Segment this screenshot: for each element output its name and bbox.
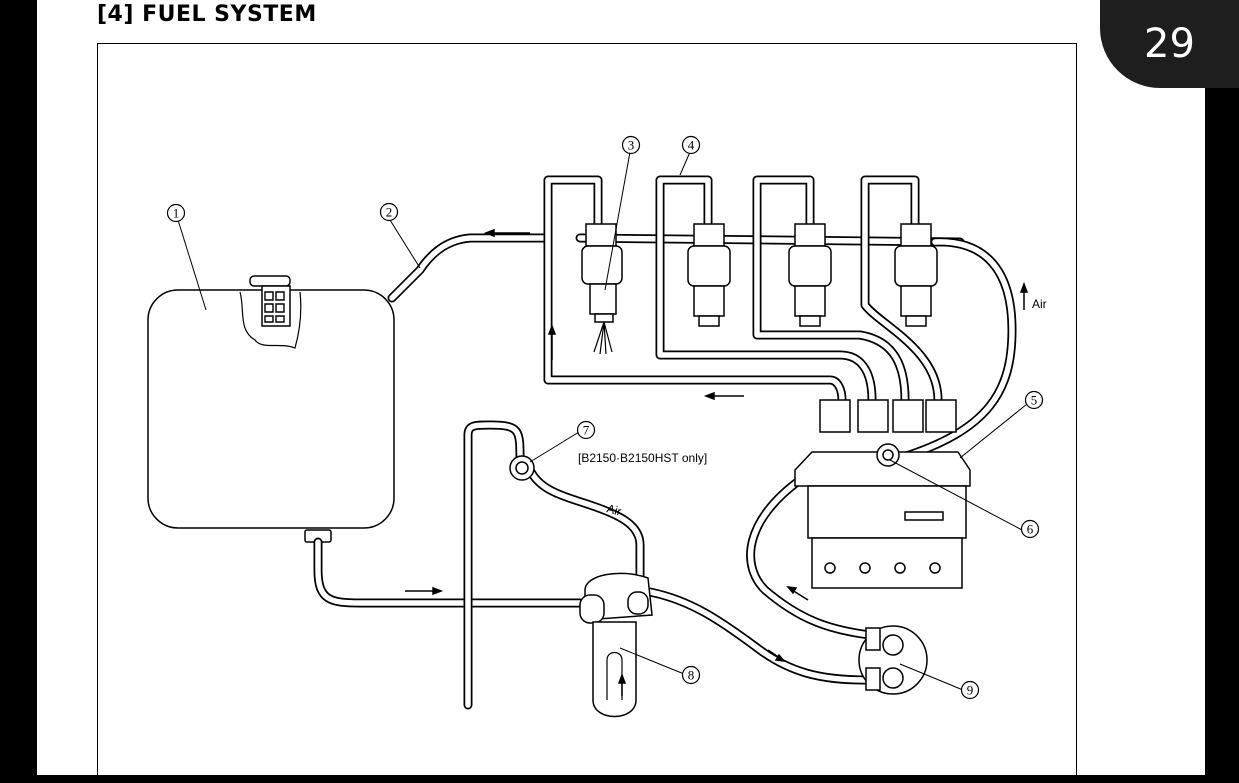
svg-text:8: 8	[688, 668, 695, 683]
callout-5: 5	[1024, 390, 1044, 410]
svg-text:5: 5	[1031, 393, 1038, 408]
leader-lines	[177, 151, 1028, 691]
injection-nozzle-3	[788, 223, 832, 327]
svg-text:3: 3	[628, 138, 635, 153]
callout-3: 3	[621, 135, 641, 155]
injection-pump	[794, 399, 971, 589]
injection-nozzle-1	[581, 223, 623, 355]
right-edge-strip	[1205, 0, 1239, 775]
callout-6: 6	[1020, 519, 1040, 539]
svg-text:7: 7	[583, 423, 590, 438]
fuel-filter	[579, 572, 653, 718]
air-label-top: Air	[1032, 297, 1047, 311]
svg-text:6: 6	[1027, 522, 1034, 537]
fuel-feed-pump	[858, 625, 928, 695]
injection-nozzle-4	[894, 223, 938, 327]
svg-text:4: 4	[688, 138, 695, 153]
svg-text:9: 9	[967, 683, 974, 698]
callout-4: 4	[681, 135, 701, 155]
svg-text:2: 2	[386, 205, 393, 220]
callout-8: 8	[681, 665, 701, 685]
injection-nozzle-2	[687, 223, 731, 327]
callout-9: 9	[960, 680, 980, 700]
air-label-mid: Air	[605, 501, 623, 518]
callout-7: 7	[576, 420, 596, 440]
callout-1: 1	[166, 203, 186, 223]
callout-2: 2	[379, 202, 399, 222]
svg-text:1: 1	[173, 206, 180, 221]
fuel-lines	[313, 175, 1017, 710]
callouts: 1 2 3 4 5 6 7 8 9	[166, 135, 1044, 700]
page-number-badge: 29	[1100, 0, 1239, 88]
air-vent-joint	[509, 455, 535, 481]
model-note: [B2150·B2150HST only]	[578, 451, 707, 465]
fuel-tank	[147, 275, 395, 543]
injection-nozzles	[581, 223, 938, 355]
flow-arrows	[405, 228, 1029, 696]
section-title: [4] FUEL SYSTEM	[97, 2, 317, 27]
